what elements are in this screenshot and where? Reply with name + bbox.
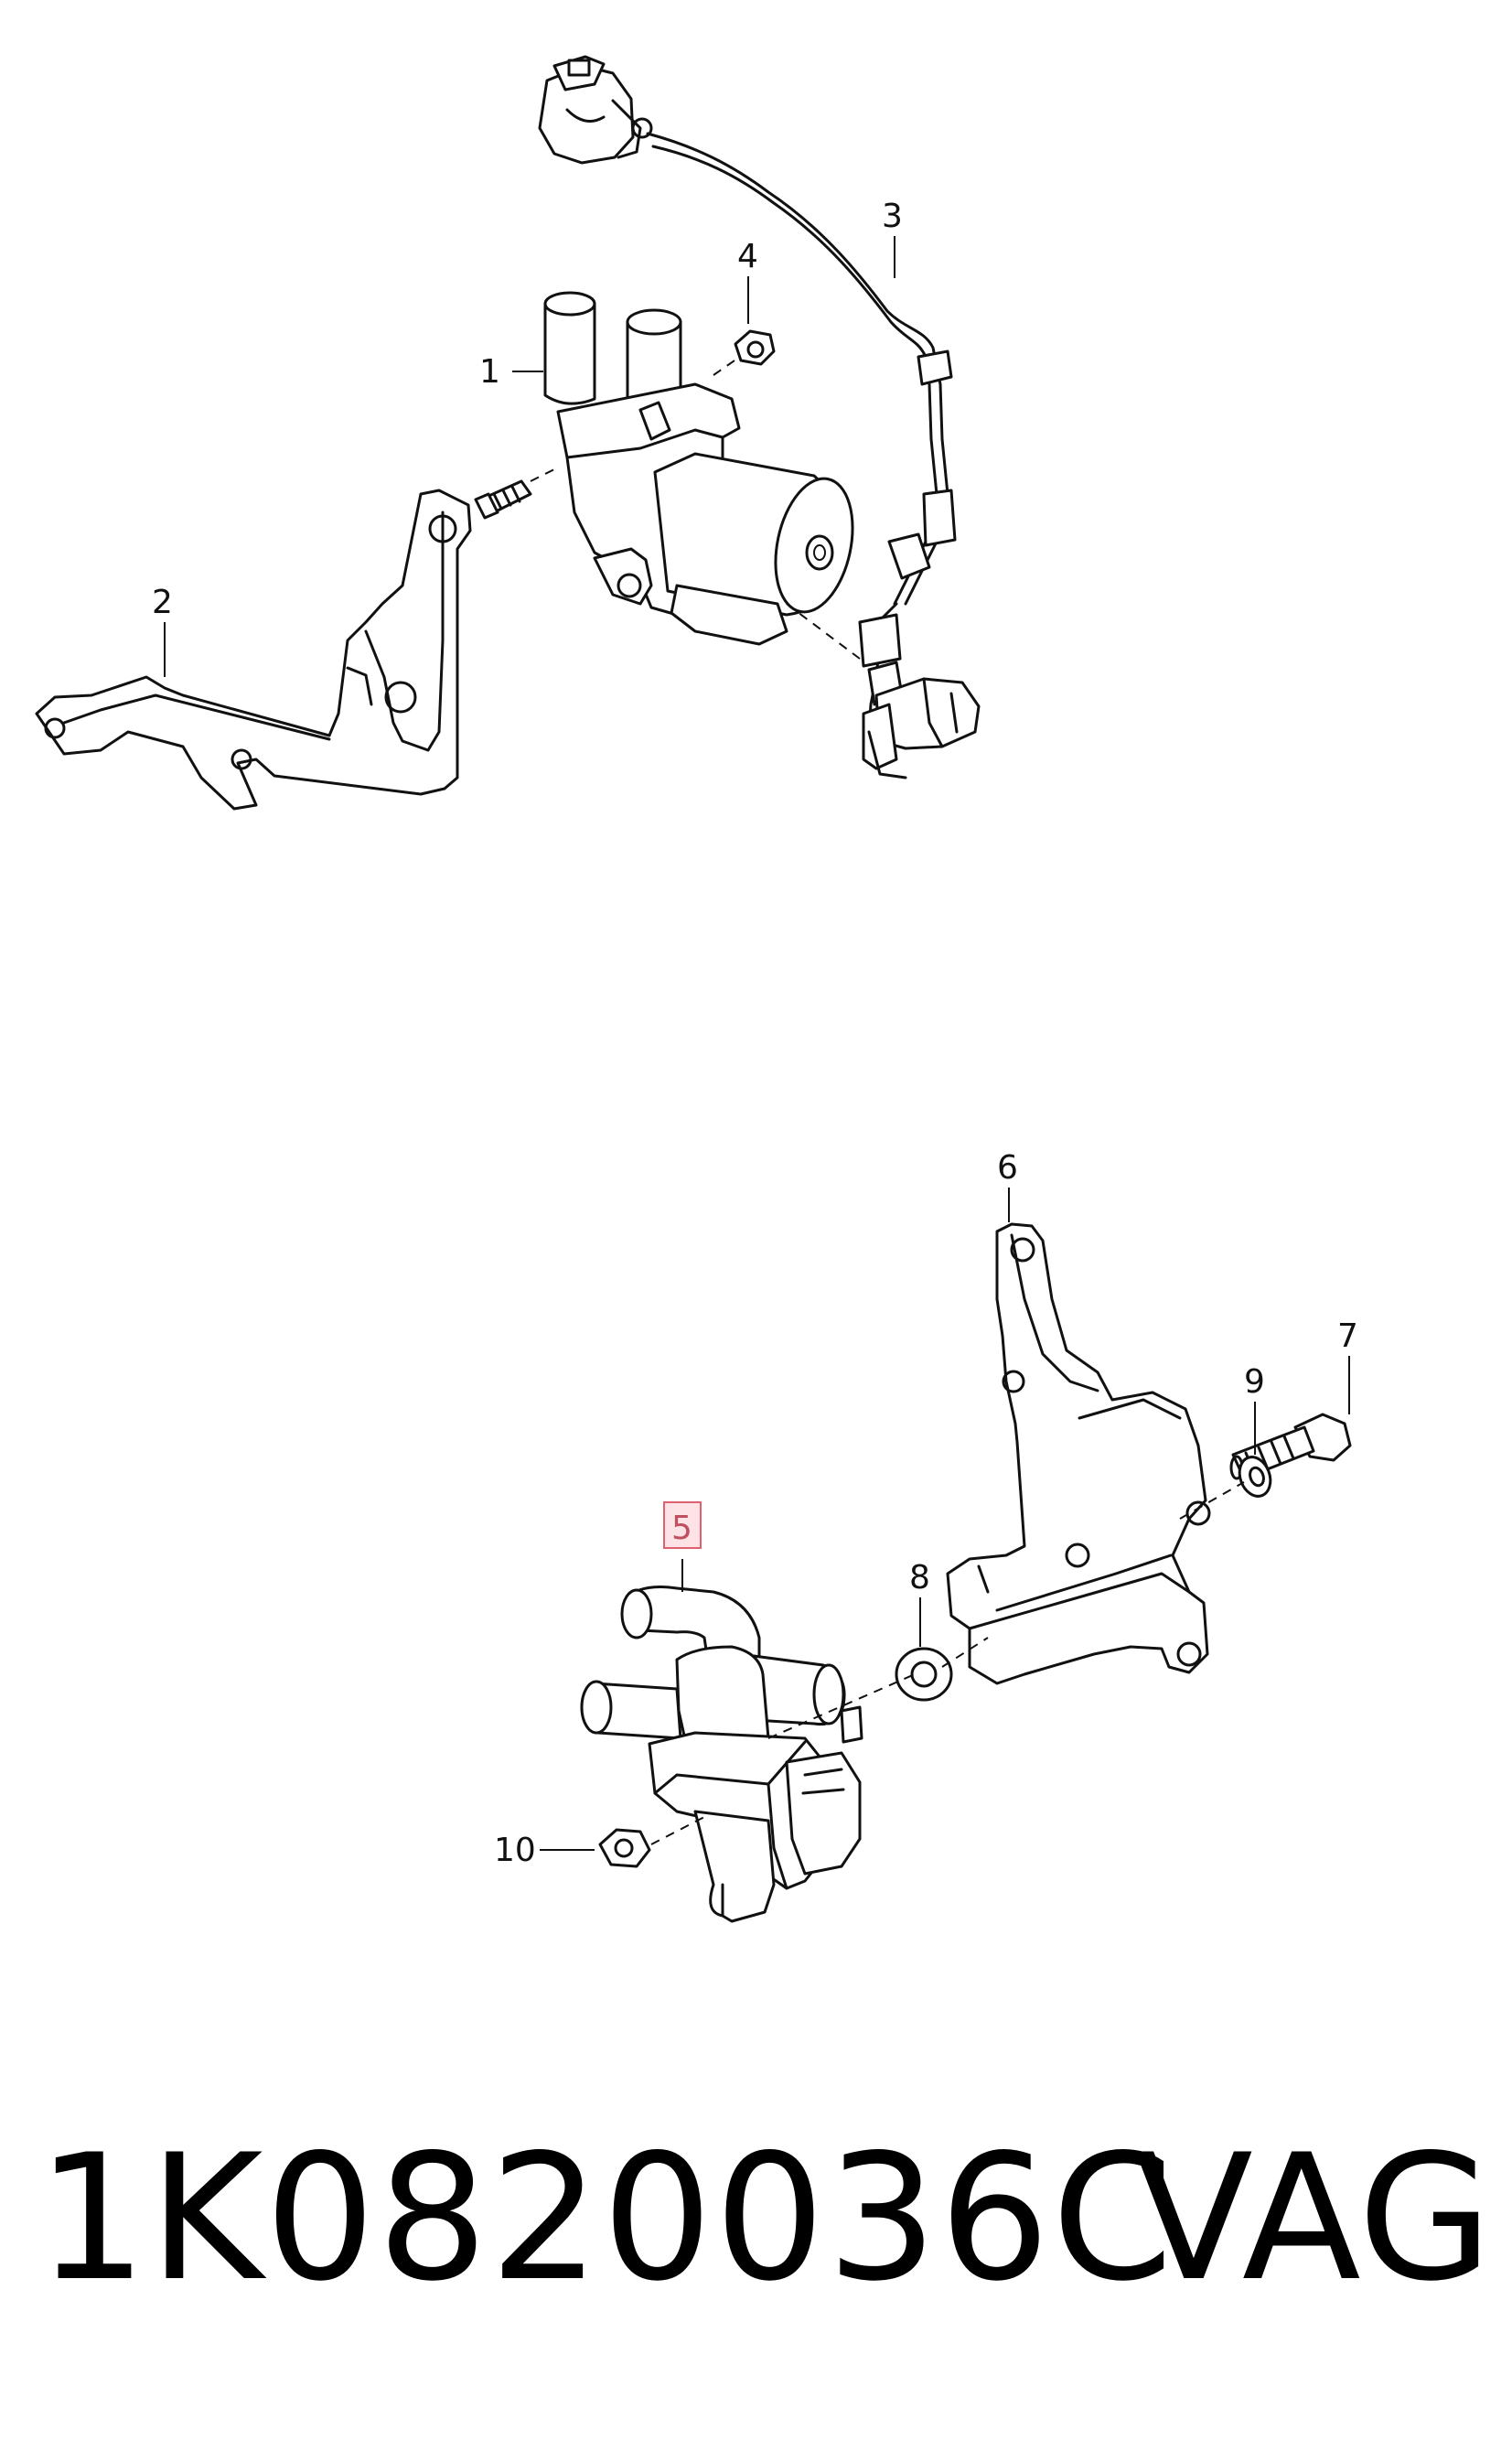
part-number: 1K0820036C bbox=[37, 2117, 1175, 2319]
upper-assembly bbox=[35, 55, 981, 811]
callout-3: 3 bbox=[882, 198, 903, 235]
callout-10: 10 bbox=[494, 1832, 536, 1869]
callout-2: 2 bbox=[152, 584, 173, 621]
upper-valve-body bbox=[543, 291, 854, 646]
lower-valve bbox=[580, 1586, 863, 1923]
callout-6: 6 bbox=[997, 1149, 1018, 1187]
lower-bracket bbox=[946, 1222, 1211, 1685]
wiring-connector-plug bbox=[538, 55, 653, 165]
callout-4: 4 bbox=[737, 238, 758, 275]
upper-bolt bbox=[474, 479, 532, 520]
brand-label: VAG bbox=[1134, 2117, 1493, 2319]
lower-assembly bbox=[540, 1188, 1352, 1923]
callout-1: 1 bbox=[479, 353, 500, 391]
upper-bracket bbox=[35, 489, 472, 811]
lower-nut bbox=[598, 1828, 651, 1868]
callout-8: 8 bbox=[909, 1559, 930, 1596]
callout-7: 7 bbox=[1337, 1317, 1358, 1355]
callout-labels: 1 2 3 4 5 6 7 8 9 10 bbox=[152, 198, 1358, 1869]
callout-9: 9 bbox=[1244, 1363, 1265, 1401]
callout-5[interactable]: 5 bbox=[671, 1510, 692, 1547]
highlight-box-5 bbox=[663, 1501, 702, 1549]
washer-8 bbox=[895, 1647, 953, 1702]
wiring-harness bbox=[646, 132, 981, 779]
washer-9 bbox=[1238, 1456, 1272, 1498]
upper-nut bbox=[734, 329, 776, 366]
